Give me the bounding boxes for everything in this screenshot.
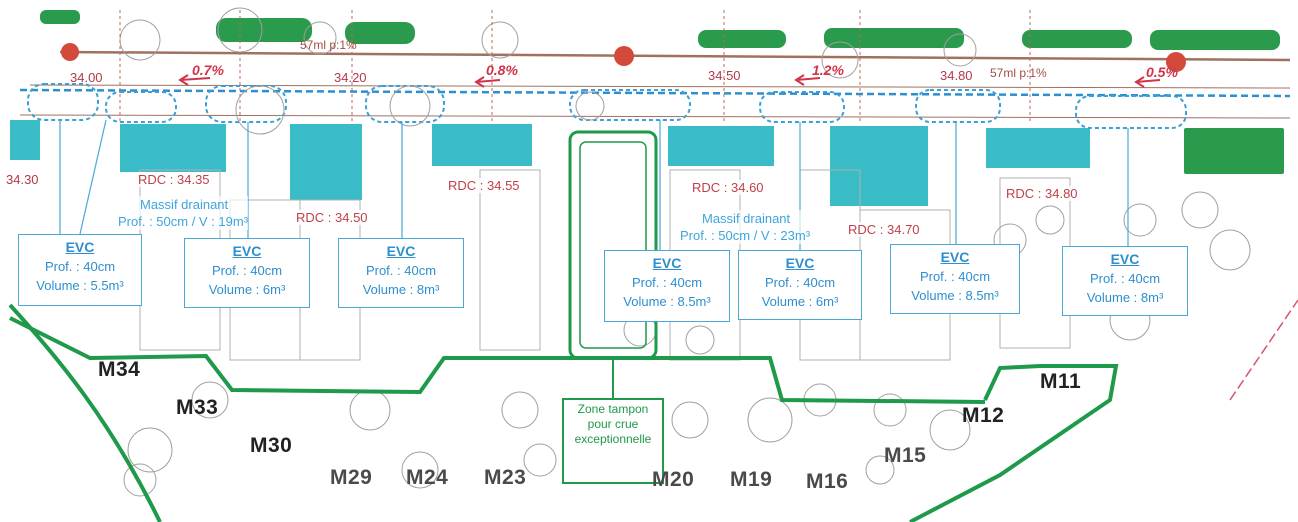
road-meta: 57ml p:1% — [990, 66, 1047, 80]
evc-volume: Volume : 5.5m³ — [36, 278, 124, 293]
flow-arrows — [178, 74, 1161, 88]
rdc-label: RDC : 34.50 — [294, 210, 370, 225]
lot-label-m19: M19 — [730, 468, 773, 491]
evc-title: EVC — [232, 243, 262, 259]
lot-label-m16: M16 — [806, 470, 849, 493]
evc-title: EVC — [940, 249, 970, 265]
evc-depth: Prof. : 40cm — [764, 275, 836, 290]
evc-volume: Volume : 8m³ — [1086, 290, 1164, 305]
green-limit-line — [9, 316, 986, 404]
lot-label-m23: M23 — [484, 466, 527, 489]
teal-blocks — [10, 120, 1090, 206]
lot-label-m15: M15 — [884, 444, 927, 467]
massif-title: Massif drainant — [140, 197, 229, 212]
lot-label-m34: M34 — [98, 358, 141, 381]
massif-drainant-label: Massif drainant Prof. : 50cm / V : 19m³ — [118, 196, 249, 230]
road-meta: 57ml p:1% — [300, 38, 357, 52]
lot-label-m24: M24 — [406, 466, 449, 489]
leader-lines — [59, 119, 1129, 250]
evc-depth: Prof. : 40cm — [211, 263, 283, 278]
evc-volume: Volume : 8m³ — [362, 282, 440, 297]
level-34-00: 34.00 — [70, 70, 103, 85]
evc-box: EVC Prof. : 40cm Volume : 6m³ — [184, 238, 310, 308]
rdc-label: RDC : 34.60 — [690, 180, 766, 195]
evc-title: EVC — [65, 239, 95, 255]
evc-box: EVC Prof. : 40cm Volume : 8.5m³ — [604, 250, 730, 322]
green-boundary-outer — [8, 303, 162, 522]
evc-volume: Volume : 6m³ — [761, 294, 839, 309]
manholes — [61, 43, 1186, 72]
rdc-label: RDC : 34.80 — [1004, 186, 1080, 201]
evc-box: EVC Prof. : 40cm Volume : 6m³ — [738, 250, 862, 320]
lot-label-m20: M20 — [652, 468, 695, 491]
evc-box: EVC Prof. : 40cm Volume : 8m³ — [338, 238, 464, 308]
massif-specs: Prof. : 50cm / V : 23m³ — [680, 228, 811, 243]
rdc-label: RDC : 34.35 — [136, 172, 212, 187]
slope-label: 0.7% — [192, 62, 224, 78]
red-boundary — [1229, 299, 1298, 401]
lot-label-m12: M12 — [962, 404, 1005, 427]
rdc-label: RDC : 34.70 — [846, 222, 922, 237]
level-34-80: 34.80 — [940, 68, 973, 83]
zone-tampon-label: Zone tampon pour crue exceptionnelle — [562, 398, 664, 484]
massif-title: Massif drainant — [702, 211, 791, 226]
evc-title: EVC — [1110, 251, 1140, 267]
slope-label: 1.2% — [812, 62, 844, 78]
lot-label-m29: M29 — [330, 466, 373, 489]
evc-depth: Prof. : 40cm — [1089, 271, 1161, 286]
level-34-20: 34.20 — [334, 70, 367, 85]
massif-drainant-label: Massif drainant Prof. : 50cm / V : 23m³ — [680, 210, 811, 244]
evc-box: EVC Prof. : 40cm Volume : 5.5m³ — [18, 234, 142, 306]
evc-volume: Volume : 8.5m³ — [911, 288, 999, 303]
slope-label: 0.5% — [1146, 64, 1178, 80]
lot-label-m30: M30 — [250, 434, 293, 457]
swales — [27, 83, 1187, 129]
level-left: 34.30 — [6, 172, 39, 187]
evc-box: EVC Prof. : 40cm Volume : 8.5m³ — [890, 244, 1020, 314]
evc-depth: Prof. : 40cm — [631, 275, 703, 290]
rdc-label: RDC : 34.55 — [446, 178, 522, 193]
massif-specs: Prof. : 50cm / V : 19m³ — [118, 214, 249, 229]
lot-label-m33: M33 — [176, 396, 219, 419]
drainage-line — [19, 88, 1291, 98]
evc-title: EVC — [785, 255, 815, 271]
lot-label-m11: M11 — [1040, 370, 1082, 393]
evc-title: EVC — [386, 243, 416, 259]
evc-depth: Prof. : 40cm — [919, 269, 991, 284]
evc-box: EVC Prof. : 40cm Volume : 8m³ — [1062, 246, 1188, 316]
evc-volume: Volume : 6m³ — [208, 282, 286, 297]
slope-label: 0.8% — [486, 62, 518, 78]
lot-boundaries — [119, 10, 1031, 124]
evc-title: EVC — [652, 255, 682, 271]
evc-depth: Prof. : 40cm — [365, 263, 437, 278]
green-boundary-right — [909, 364, 1119, 522]
level-34-50: 34.50 — [708, 68, 741, 83]
evc-depth: Prof. : 40cm — [44, 259, 116, 274]
hedges — [40, 10, 1284, 174]
evc-volume: Volume : 8.5m³ — [623, 294, 711, 309]
